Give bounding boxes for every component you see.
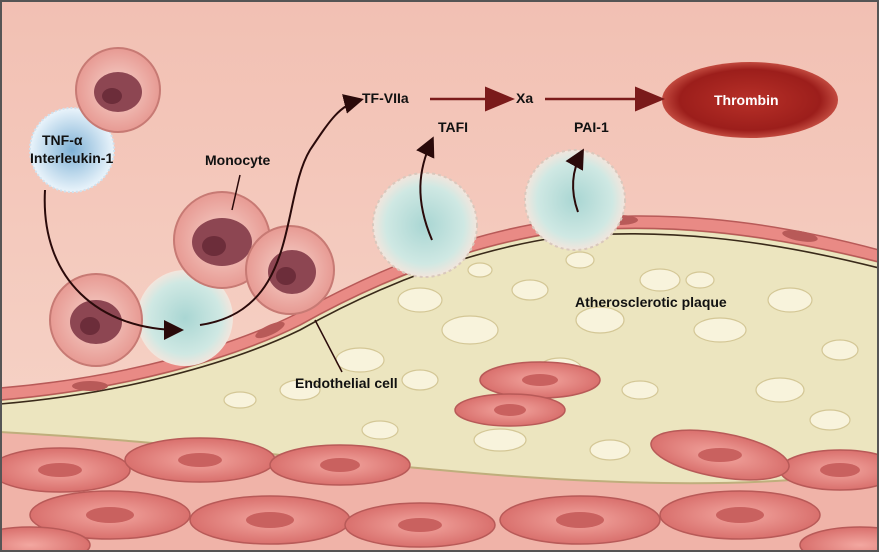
label-tafi: TAFI bbox=[438, 119, 468, 135]
label-monocyte: Monocyte bbox=[205, 152, 270, 168]
label-interleukin: Interleukin-1 bbox=[30, 150, 113, 166]
monocyte-right bbox=[246, 226, 334, 314]
label-plaque: Atherosclerotic plaque bbox=[575, 294, 727, 310]
label-tnf: TNF-α bbox=[42, 132, 82, 148]
monocyte-left bbox=[50, 274, 142, 366]
label-pai1: PAI-1 bbox=[574, 119, 609, 135]
label-tf-viia: TF-VIIa bbox=[362, 90, 409, 106]
label-thrombin: Thrombin bbox=[714, 92, 779, 108]
label-endothelial: Endothelial cell bbox=[295, 375, 398, 391]
monocyte-top bbox=[76, 48, 160, 132]
halo-tafi bbox=[373, 173, 477, 277]
label-xa: Xa bbox=[516, 90, 533, 106]
